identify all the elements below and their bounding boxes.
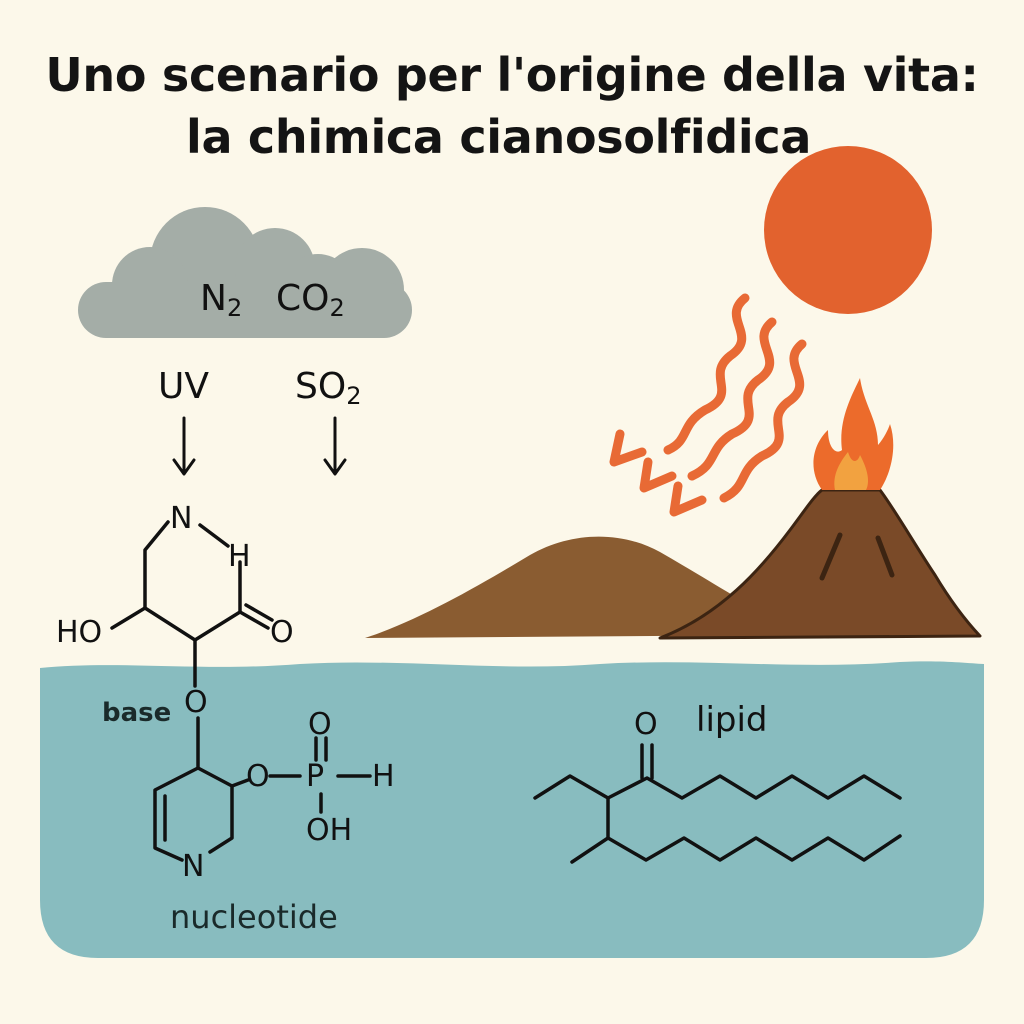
cloud <box>78 207 412 338</box>
atom-o-carbonyl: O <box>270 615 294 650</box>
uv-label: UV <box>158 366 209 407</box>
atom-n-top: N <box>170 501 193 536</box>
uv-rays <box>609 293 807 517</box>
volcano-flame-inner <box>834 452 868 490</box>
volcano-flame <box>813 378 894 490</box>
n2-label: N2 <box>200 278 243 322</box>
uv-ray-2 <box>687 317 777 481</box>
uv-ray-3 <box>719 339 807 503</box>
base-label: base <box>102 698 172 728</box>
nucleotide-bonds <box>153 716 372 862</box>
so2-label: SO2 <box>295 366 362 410</box>
uv-arrowhead-1 <box>609 429 647 467</box>
lipid-bonds <box>533 743 902 864</box>
atom-o-lipid: O <box>634 707 658 742</box>
atom-n-ring: N <box>182 849 205 884</box>
lipid-label: lipid <box>696 700 768 740</box>
volcano <box>658 488 982 640</box>
volcano-cracks <box>819 532 895 581</box>
uv-down-arrow <box>172 416 196 476</box>
uv-arrowhead-2 <box>639 457 677 493</box>
atom-oh: OH <box>306 813 353 848</box>
uv-ray-1 <box>663 293 750 455</box>
so2-down-arrow <box>323 416 347 476</box>
atom-ho: HO <box>56 615 103 650</box>
molecule-top-bonds <box>110 520 274 688</box>
uv-arrowhead-3 <box>669 481 707 517</box>
hill <box>365 536 800 638</box>
atom-p: P <box>306 759 325 794</box>
atom-h-phosphate: H <box>372 759 395 794</box>
title-line-1: Uno scenario per l'origine della vita: <box>45 48 979 102</box>
title-line-2: la chimica cianosolfidica <box>186 110 812 164</box>
atom-h-top: H <box>228 539 251 574</box>
down-arrows <box>172 416 347 476</box>
atom-o-ring: O <box>184 685 208 720</box>
water <box>40 661 984 958</box>
nucleotide-label: nucleotide <box>170 898 338 936</box>
atom-o-phosphate: O <box>308 707 332 742</box>
co2-label: CO2 <box>276 278 345 322</box>
atom-o-link: O <box>246 759 270 794</box>
sun <box>764 146 932 314</box>
